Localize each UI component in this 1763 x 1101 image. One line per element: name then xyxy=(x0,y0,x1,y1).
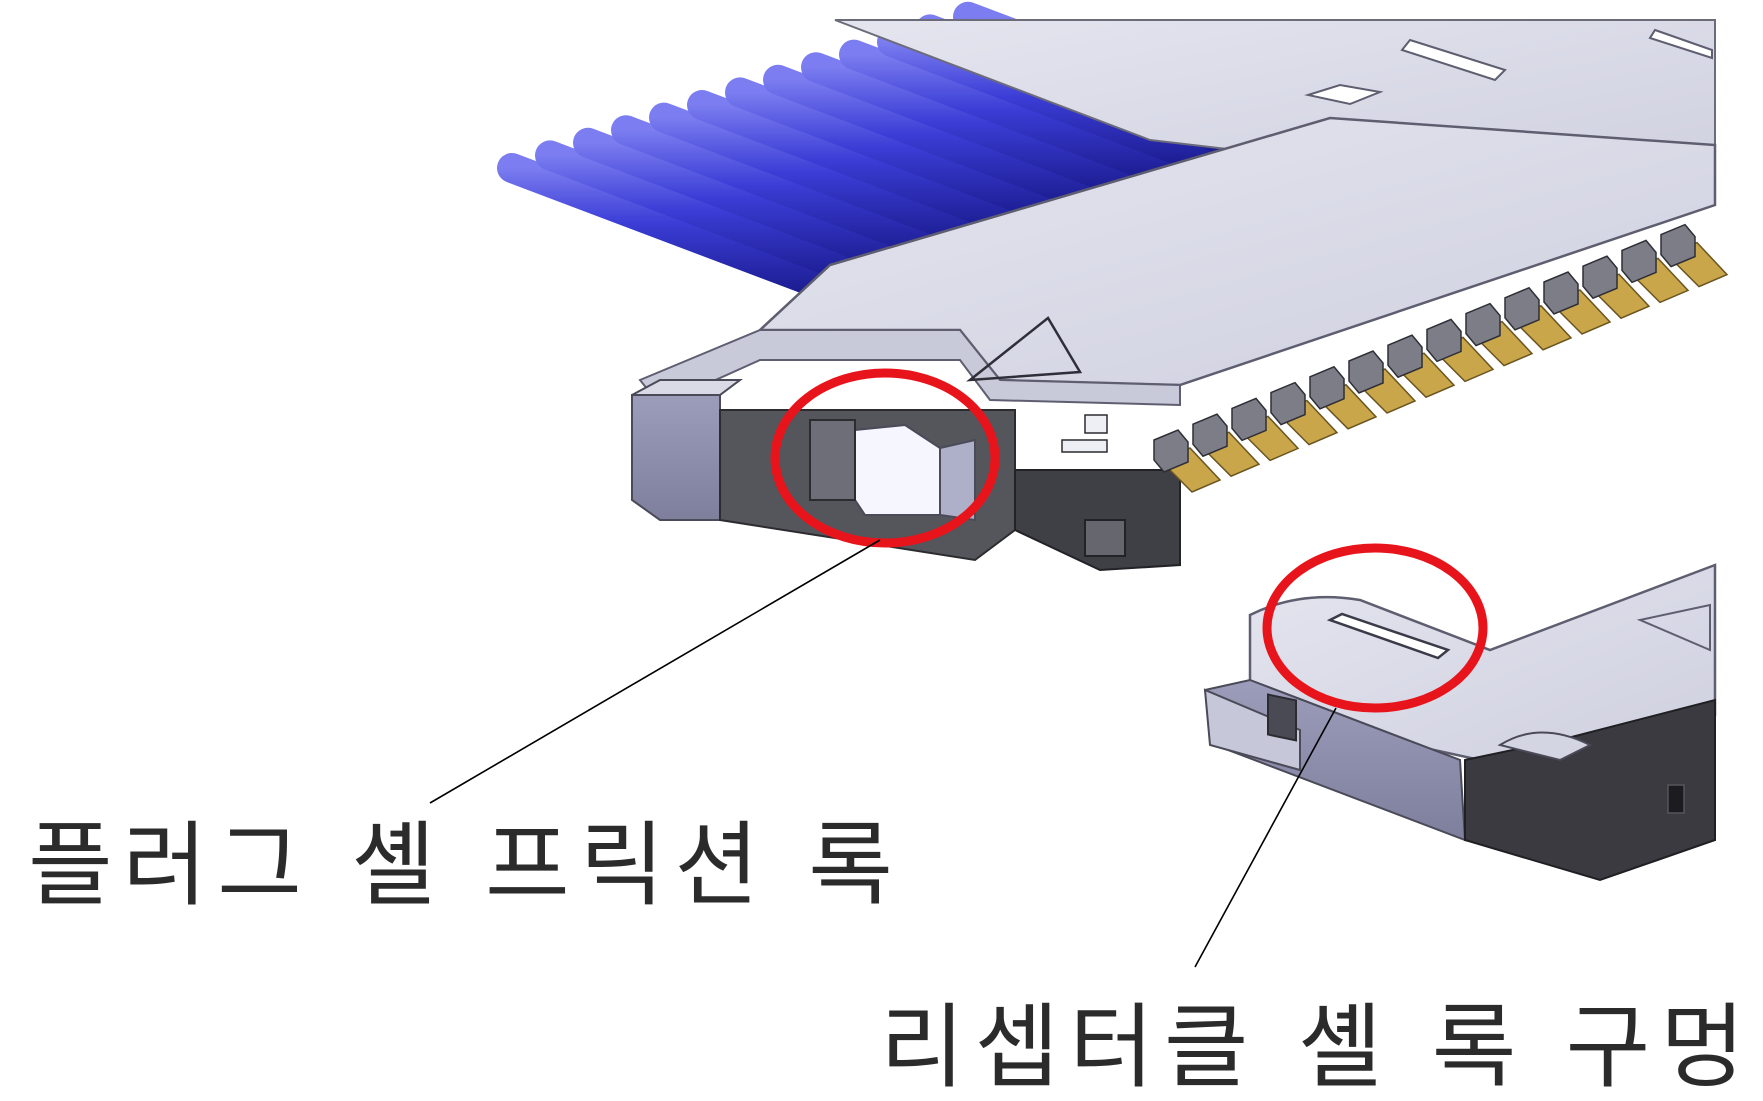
ribbon-wire xyxy=(573,127,926,280)
ribbon-wire xyxy=(839,39,1192,192)
highlight-circle-plug-lock xyxy=(770,368,1000,548)
ribbon-wire xyxy=(535,140,888,293)
ribbon-wire xyxy=(649,102,1002,255)
housing-tooth xyxy=(1387,334,1423,379)
housing-tooth xyxy=(1465,302,1501,347)
housing-tooth xyxy=(1309,365,1345,410)
plug-shell xyxy=(631,19,1717,572)
receptacle-shell xyxy=(1203,563,1717,882)
leader-line-plug xyxy=(429,539,881,804)
housing-tooth xyxy=(1153,429,1189,473)
callout-plug-shell-friction-lock: 플러그 셸 프릭션 록 xyxy=(28,812,903,919)
callout-receptacle-shell-lock-hole: 리셉터클 셸 록 구멍 xyxy=(880,994,1755,1101)
ribbon-wire xyxy=(611,115,964,268)
leader-line-receptacle xyxy=(1194,707,1337,968)
ribbon-wire xyxy=(763,64,1116,217)
ribbon-wire xyxy=(687,90,1040,242)
housing-tooth xyxy=(1543,271,1579,315)
ribbon-wire xyxy=(801,52,1154,205)
highlight-circle-receptacle-hole xyxy=(1262,543,1488,713)
housing-tooth xyxy=(1192,413,1228,458)
housing-tooth xyxy=(1270,381,1306,426)
contact-row xyxy=(1153,223,1729,493)
housing-tooth xyxy=(1426,318,1462,363)
housing-tooth xyxy=(1660,223,1696,268)
ribbon-wire xyxy=(725,77,1078,230)
housing-tooth xyxy=(1231,397,1267,442)
ribbon-wire xyxy=(497,153,850,305)
housing-tooth xyxy=(1582,255,1618,300)
housing-tooth xyxy=(1504,286,1540,331)
housing-tooth xyxy=(1621,239,1657,284)
housing-tooth xyxy=(1348,350,1384,394)
